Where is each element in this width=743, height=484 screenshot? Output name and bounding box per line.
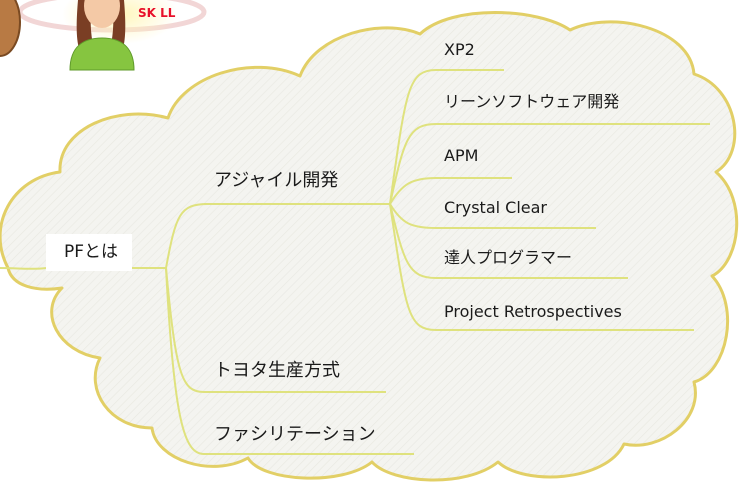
connector-to-lean [389,123,437,205]
connector-to-toyota [165,267,205,393]
connector-to-agile [165,203,209,269]
connector-to-pragmatic [389,203,437,279]
topic-lean-software-development[interactable]: リーンソフトウェア開発 [444,92,620,111]
user-avatar [0,0,207,71]
connector-to-retrospectives [389,203,437,331]
topic-facilitation[interactable]: ファシリテーション [214,424,376,445]
topic-boundary-cloud [0,11,739,482]
topic-project-retrospectives[interactable]: Project Retrospectives [444,302,622,321]
connector-to-facilitation [165,267,205,455]
connector-to-apm [389,177,437,205]
topic-pragmatic-programmer[interactable]: 達人プログラマー [444,248,573,267]
topic-agile-development[interactable]: アジャイル開発 [214,170,339,191]
root-connector [0,267,47,270]
topic-toyota-production-system[interactable]: トヨタ生産方式 [214,360,340,381]
topic-apm[interactable]: APM [444,146,479,165]
topic-crystal-clear[interactable]: Crystal Clear [444,198,548,217]
connector-to-xp2 [389,69,437,205]
connector-to-crystal [389,203,437,229]
topic-xp2[interactable]: XP2 [444,40,475,59]
avatar-badge: SK LL [138,6,176,20]
root-topic-pf[interactable]: PFとは [46,234,133,271]
